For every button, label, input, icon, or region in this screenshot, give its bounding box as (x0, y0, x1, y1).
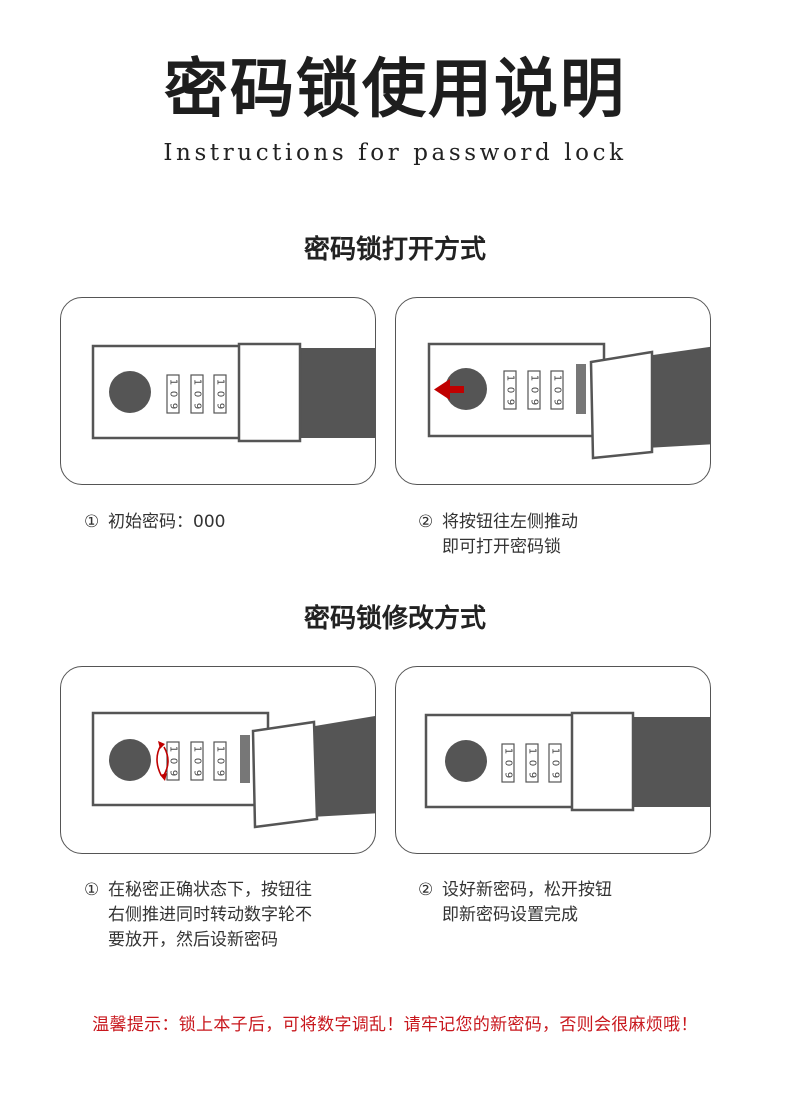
step-number: ① (84, 880, 100, 900)
caption-line: 将按钮往左侧推动 (442, 512, 578, 532)
dial-digit: 0 (527, 760, 538, 766)
dial-wheel: 1 0 9 (166, 741, 180, 781)
dial-digit: 9 (552, 399, 563, 405)
open-step-1-caption: ① 初始密码：000 (84, 510, 225, 535)
caption-line: 设好新密码，松开按钮 (442, 880, 612, 900)
dial-wheel: 1 0 9 (213, 374, 227, 414)
rotate-arrow-icon (156, 741, 169, 781)
dial-wheel: 1 0 9 (166, 374, 180, 414)
dial-digit: 9 (215, 770, 226, 776)
caption-line: 要放开，然后设新密码 (108, 930, 278, 950)
dial-wheel: 1 0 9 (503, 370, 517, 410)
dial-digit: 9 (192, 403, 203, 409)
dial-digit: 0 (215, 391, 226, 397)
change-step-1-illustration: 1 0 9 1 0 9 1 0 9 (60, 666, 376, 854)
dial-wheel: 1 0 9 (190, 374, 204, 414)
caption-line: 即可打开密码锁 (442, 537, 561, 557)
dial-digit: 1 (215, 746, 226, 752)
dial-wheel: 1 0 9 (213, 741, 227, 781)
step-number: ② (418, 512, 434, 532)
dial-digit: 9 (550, 772, 561, 778)
dial-wheel: 1 0 9 (548, 743, 562, 783)
dial-digit: 0 (168, 758, 179, 764)
dial-digit: 9 (168, 770, 179, 776)
dial-digit: 0 (168, 391, 179, 397)
warm-tip: 温馨提示：锁上本子后，可将数字调乱！请牢记您的新密码，否则会很麻烦哦！ (92, 1015, 698, 1035)
dial-wheel: 1 0 9 (550, 370, 564, 410)
dial-digit: 9 (529, 399, 540, 405)
caption-line: 即新密码设置完成 (442, 905, 578, 925)
step-number: ① (84, 512, 100, 532)
caption-line: 右侧推进同时转动数字轮不 (108, 905, 312, 925)
dial-wheel: 1 0 9 (525, 743, 539, 783)
dial-digit: 1 (168, 746, 179, 752)
dial-digit: 0 (215, 758, 226, 764)
dial-digit: 1 (192, 379, 203, 385)
page-title: 密码锁使用说明 (164, 52, 626, 127)
dial-digit: 0 (192, 391, 203, 397)
left-arrow-icon (434, 379, 464, 400)
page-subtitle: Instructions for password lock (163, 140, 627, 166)
dial-digit: 9 (505, 399, 516, 405)
open-step-1-illustration: 1 0 9 1 0 9 1 0 9 (60, 297, 376, 485)
open-step-2-illustration: 1 0 9 1 0 9 1 0 9 (395, 297, 711, 485)
dial-digit: 0 (529, 387, 540, 393)
dial-digit: 9 (503, 772, 514, 778)
change-section-title: 密码锁修改方式 (303, 604, 486, 634)
change-step-1-caption: ① 在秘密正确状态下，按钮往 右侧推进同时转动数字轮不 要放开，然后设新密码 (84, 878, 312, 953)
open-step-2-caption: ② 将按钮往左侧推动 即可打开密码锁 (418, 510, 578, 560)
lock-closed-icon: 1 0 9 1 0 9 1 0 9 (91, 342, 375, 443)
dial-digit: 0 (552, 387, 563, 393)
dial-digit: 1 (527, 748, 538, 754)
lock-push-left-icon: 1 0 9 1 0 9 1 0 9 (427, 342, 710, 460)
dial-digit: 9 (215, 403, 226, 409)
dial-digit: 9 (527, 772, 538, 778)
dial-digit: 0 (505, 387, 516, 393)
step-number: ② (418, 880, 434, 900)
lock-push-right-icon: 1 0 9 1 0 9 1 0 9 (91, 711, 375, 829)
dial-digit: 1 (550, 748, 561, 754)
dial-digit: 1 (168, 379, 179, 385)
caption-line: 在秘密正确状态下，按钮往 (108, 880, 312, 900)
dial-digit: 0 (550, 760, 561, 766)
dial-digit: 1 (215, 379, 226, 385)
dial-digit: 0 (503, 760, 514, 766)
dial-digit: 1 (529, 375, 540, 381)
dial-digit: 1 (192, 746, 203, 752)
open-section-title: 密码锁打开方式 (303, 235, 486, 265)
change-step-2-illustration: 1 0 9 1 0 9 1 0 9 (395, 666, 711, 854)
dial-wheel: 1 0 9 (527, 370, 541, 410)
change-step-2-caption: ② 设好新密码，松开按钮 即新密码设置完成 (418, 878, 612, 928)
dial-digit: 9 (192, 770, 203, 776)
dial-digit: 0 (192, 758, 203, 764)
dial-digit: 1 (503, 748, 514, 754)
dial-digit: 9 (168, 403, 179, 409)
caption-line: 初始密码：000 (108, 512, 226, 532)
dial-wheel: 1 0 9 (501, 743, 515, 783)
dial-digit: 1 (505, 375, 516, 381)
dial-wheel: 1 0 9 (190, 741, 204, 781)
dial-digit: 1 (552, 375, 563, 381)
lock-released-icon: 1 0 9 1 0 9 1 0 9 (424, 711, 710, 812)
